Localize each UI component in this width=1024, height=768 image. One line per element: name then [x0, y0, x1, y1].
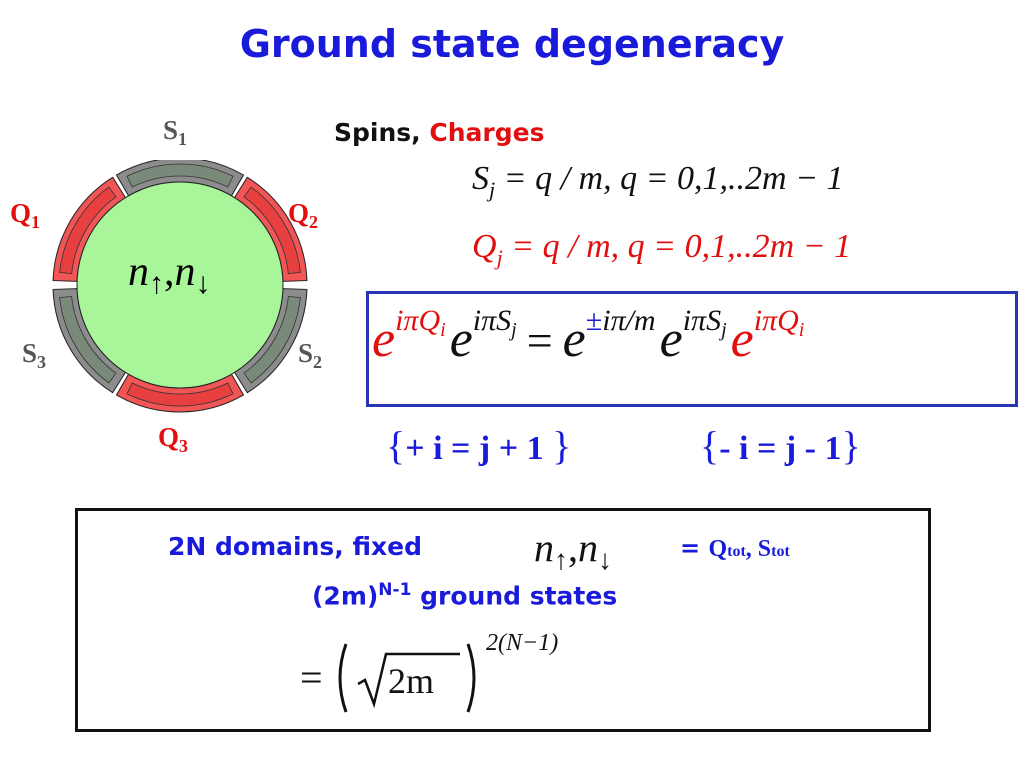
spin-equation: Sj = q / m, q = 0,1,..2m − 1: [472, 160, 844, 202]
ground-states-line: (2m)N-1 ground states: [312, 580, 618, 611]
formula-radicand: 2m: [388, 661, 435, 701]
segment-s1-band: [126, 163, 234, 188]
segment-q1-band: [59, 186, 117, 275]
label-q1: Q1: [10, 198, 41, 232]
segment-s3-band: [59, 295, 117, 384]
rule-minus: {- i = j - 1}: [700, 423, 861, 468]
segment-s2-band: [243, 295, 301, 384]
label-s3: S3: [22, 338, 47, 372]
charges-label: Charges: [429, 118, 545, 147]
degeneracy-box: [75, 508, 931, 732]
rule-plus: {+ i = j + 1 }: [386, 423, 572, 468]
label-q3: Q3: [158, 422, 189, 456]
label-s1: S1: [163, 115, 188, 149]
spins-label: Spins,: [334, 118, 421, 147]
label-q2: Q2: [288, 198, 319, 232]
box-spin-numbers: n↑,n↓: [534, 525, 612, 576]
segment-q2-band: [243, 186, 301, 275]
domains-line: 2N domains, fixed: [168, 532, 422, 561]
charge-equation: Qj = q / m, q = 0,1,..2m − 1: [472, 228, 852, 270]
degeneracy-formula: = 2m 2(N−1): [300, 630, 600, 720]
commutation-box: [366, 291, 1018, 407]
page-title: Ground state degeneracy: [239, 22, 785, 66]
formula-equals: =: [300, 655, 323, 700]
inner-disk: [76, 181, 284, 389]
label-s2: S2: [298, 338, 323, 372]
ring-segments: [52, 160, 308, 413]
totals-label: = Qtot, Stot: [680, 534, 790, 562]
formula-exponent: 2(N−1): [486, 630, 559, 656]
domain-ring-diagram: [52, 160, 308, 413]
segment-q3-band: [126, 382, 234, 407]
spins-charges-header: Spins, Charges: [334, 118, 544, 147]
ring-center-label: n↑,n↓: [128, 249, 211, 300]
formula-parens-and-radical: [338, 643, 476, 713]
commutation-relation: eiπQi eiπSj = e±iπ/m eiπSj eiπQi: [372, 304, 805, 368]
